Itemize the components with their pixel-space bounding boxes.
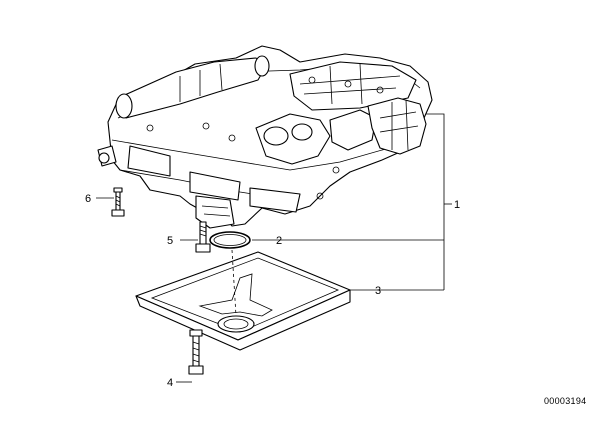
callout-3: 3 xyxy=(375,285,381,297)
document-number: 00003194 xyxy=(544,396,586,406)
bolt-6 xyxy=(111,187,125,217)
leader-lines xyxy=(96,113,452,383)
o-ring-2 xyxy=(209,231,251,249)
callout-6: 6 xyxy=(85,193,91,205)
callout-1: 1 xyxy=(454,199,460,211)
valve-body-assembly xyxy=(97,45,433,229)
callout-4: 4 xyxy=(167,377,173,389)
callout-2: 2 xyxy=(276,235,282,247)
filter-strainer-3 xyxy=(135,249,351,351)
callout-5: 5 xyxy=(167,235,173,247)
bolt-5 xyxy=(195,221,211,253)
bolt-4 xyxy=(188,329,204,375)
callout-labels: 1 2 3 4 5 6 xyxy=(85,193,460,389)
